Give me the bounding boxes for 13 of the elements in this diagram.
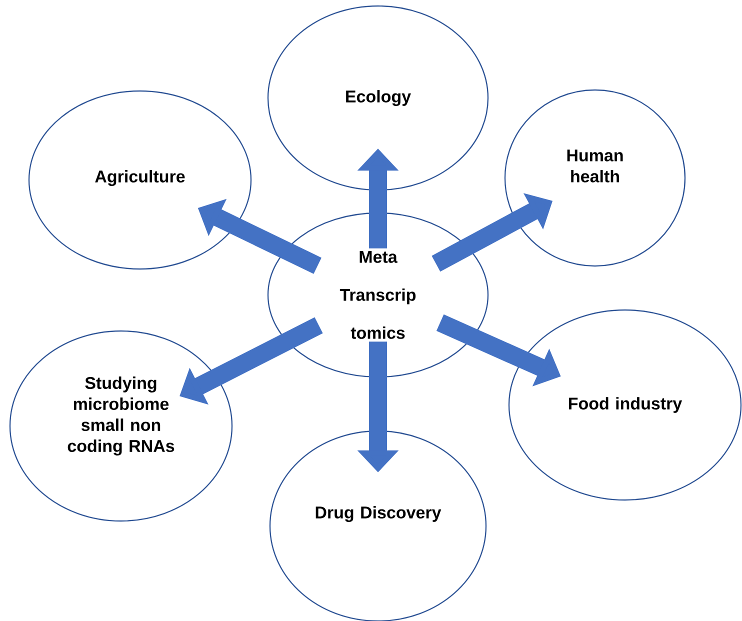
node-label: Meta Transcrip tomics — [340, 251, 416, 339]
ellipse — [28, 90, 252, 270]
node-label: Food industry — [569, 397, 682, 413]
ellipse — [267, 5, 489, 191]
node-label: Studying microbiome small non coding RNAs — [68, 376, 174, 456]
ellipse — [504, 89, 686, 267]
node-label: Human health — [567, 150, 623, 182]
node-label: Ecology — [346, 90, 411, 106]
node-label: Drug Discovery — [316, 506, 442, 522]
ellipse — [508, 309, 742, 501]
ellipse — [9, 330, 233, 522]
ellipse — [267, 212, 489, 378]
node-label: Agriculture — [95, 170, 185, 186]
